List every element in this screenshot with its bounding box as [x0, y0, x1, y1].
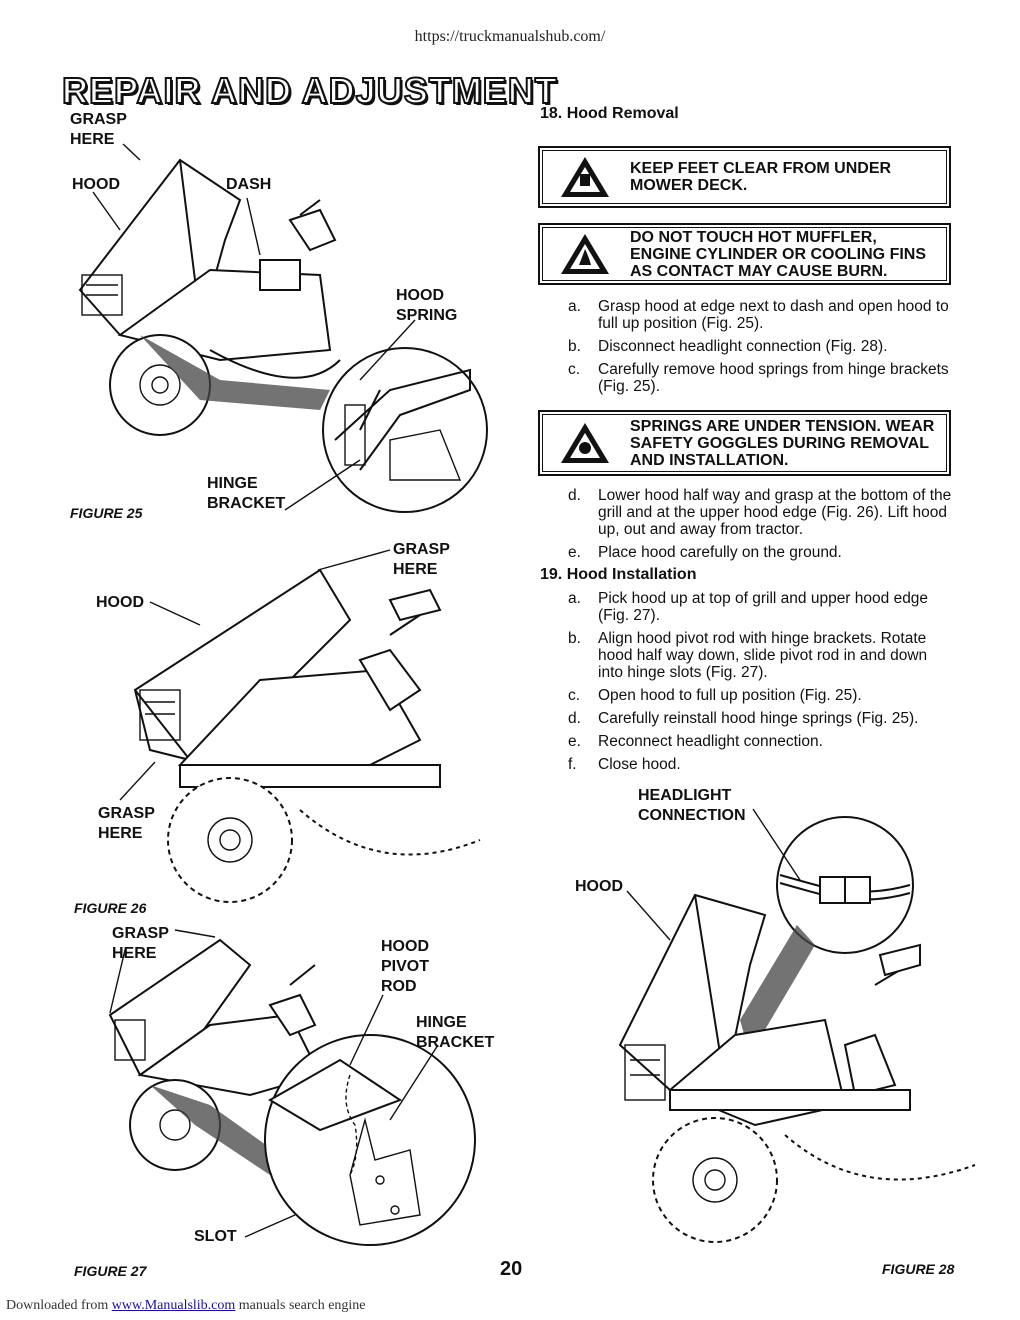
section-18-steps-a: a.Grasp hood at edge next to dash and op… — [568, 298, 954, 395]
warning-triangle-icon — [540, 154, 630, 200]
step-18d: d.Lower hood half way and grasp at the b… — [568, 487, 952, 538]
fig25-dash-label: DASH — [226, 176, 272, 193]
step-18e: e.Place hood carefully on the ground. — [568, 544, 842, 561]
fig26-grasp-here-top-label: GRASP HERE — [393, 541, 450, 578]
fig27-slot-label: SLOT — [194, 1228, 237, 1245]
page-title: REPAIR AND ADJUSTMENT — [61, 69, 558, 112]
step-19a: a.Pick hood up at top of grill and upper… — [568, 590, 929, 624]
figure-28-caption: FIGURE 28 — [882, 1261, 955, 1277]
warning-box-hot-muffler: DO NOT TOUCH HOT MUFFLER, ENGINE CYLINDE… — [538, 223, 951, 285]
fig28-hood-label: HOOD — [575, 878, 623, 895]
footer-prefix: Downloaded from — [6, 1298, 112, 1313]
warning-text-feet: KEEP FEET CLEAR FROM UNDER MOWER DECK. — [630, 160, 892, 194]
figure-26-caption: FIGURE 26 — [74, 900, 147, 916]
step-18a: a.Grasp hood at edge next to dash and op… — [568, 298, 949, 332]
fig26-grasp-here-bottom-label: GRASP HERE — [98, 805, 155, 842]
step-19c: c.Open hood to full up position (Fig. 25… — [568, 687, 862, 704]
fig27-hinge-bracket-label: HINGE BRACKET — [416, 1014, 495, 1051]
fig25-hood-spring-label: HOOD SPRING — [396, 287, 458, 324]
warning-box-springs: SPRINGS ARE UNDER TENSION. WEAR SAFETY G… — [538, 410, 951, 476]
figure-25-caption: FIGURE 25 — [70, 505, 143, 521]
step-19b: b.Align hood pivot rod with hinge bracke… — [568, 630, 928, 681]
warning-text-springs: SPRINGS ARE UNDER TENSION. WEAR SAFETY G… — [630, 417, 935, 469]
section-18-steps-b: d.Lower hood half way and grasp at the b… — [568, 487, 954, 561]
section-19-heading: 19. Hood Installation — [540, 566, 697, 583]
footer-suffix: manuals search engine — [235, 1298, 366, 1313]
fig25-hinge-bracket-label: HINGE BRACKET — [207, 475, 286, 512]
figure-27-illustration — [108, 929, 476, 1246]
warning-triangle-icon — [540, 420, 630, 466]
warning-text-hot-muffler: DO NOT TOUCH HOT MUFFLER, ENGINE CYLINDE… — [630, 228, 927, 280]
fig26-hood-label: HOOD — [96, 594, 144, 611]
step-19d: d.Carefully reinstall hood hinge springs… — [568, 710, 919, 727]
section-18-heading: 18. Hood Removal — [540, 105, 679, 122]
fig27-hood-pivot-rod-label: HOOD PIVOT ROD — [381, 938, 430, 995]
figure-25-illustration — [78, 143, 488, 513]
section-19-steps: a.Pick hood up at top of grill and upper… — [568, 590, 954, 773]
figure-27-caption: FIGURE 27 — [74, 1263, 147, 1279]
step-18c: c.Carefully remove hood springs from hin… — [568, 361, 949, 395]
source-url: https://truckmanualshub.com/ — [414, 28, 606, 45]
footer: Downloaded from www.Manualslib.com manua… — [6, 1298, 366, 1314]
page-number: 20 — [500, 1258, 523, 1280]
figure-28-illustration — [618, 808, 976, 1243]
fig27-grasp-here-label: GRASP HERE — [112, 925, 169, 962]
warning-box-feet: KEEP FEET CLEAR FROM UNDER MOWER DECK. — [538, 146, 951, 208]
step-18b: b.Disconnect headlight connection (Fig. … — [568, 338, 888, 355]
figure-26-illustration — [119, 549, 481, 903]
warning-triangle-icon — [540, 231, 630, 277]
fig25-hood-label: HOOD — [72, 176, 120, 193]
fig28-headlight-connection-label: HEADLIGHT CONNECTION — [638, 787, 746, 824]
fig25-grasp-here-label: GRASP HERE — [70, 111, 127, 148]
step-19f: f.Close hood. — [568, 756, 681, 773]
step-19e: e.Reconnect headlight connection. — [568, 733, 823, 750]
manualslib-link[interactable]: www.Manualslib.com — [111, 1298, 236, 1313]
